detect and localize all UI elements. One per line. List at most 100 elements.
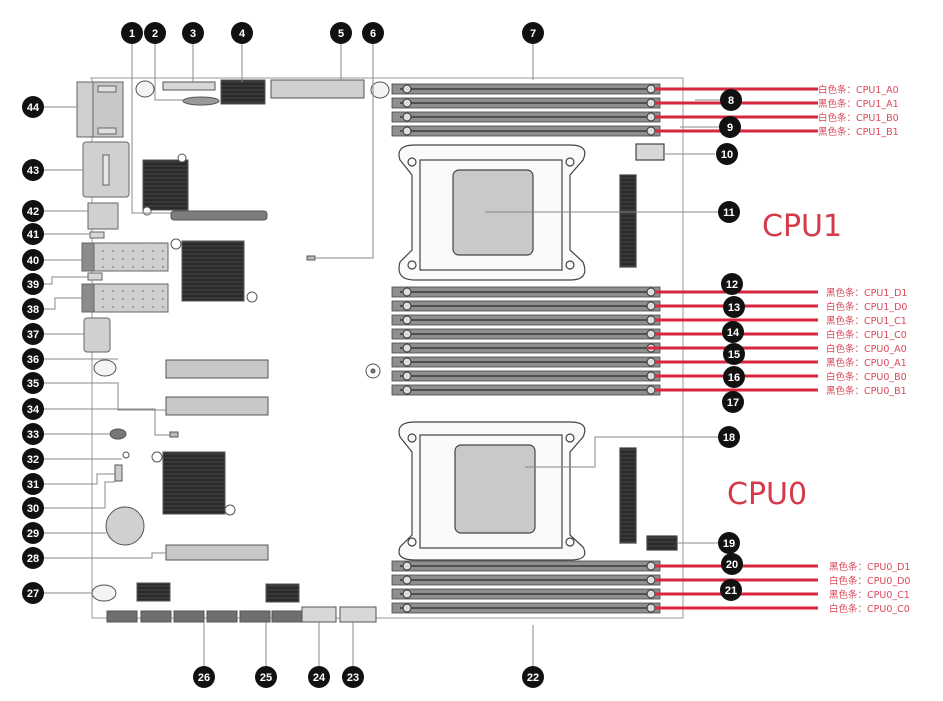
callout-9: 9 [719,116,741,138]
callout-marker [722,391,744,413]
callout-marker [22,96,44,118]
dimm-slot-label: 黑色条：CPU1_C1 [826,315,907,327]
dimm-slot-label: 黑色条：CPU0_D1 [829,561,910,573]
callout-marker [718,426,740,448]
mezzanine-connector [170,210,268,221]
dimm-slot-label: 白色条：CPU1_B0 [818,112,899,124]
callout-marker [723,296,745,318]
dimm-slot-label: 白色条：CPU1_C0 [826,329,907,341]
callout-marker [22,473,44,495]
dimm-latch-left [402,329,412,339]
callout-18: 18 [718,426,740,448]
callout-22: 22 [522,666,544,688]
callout-40: 40 [22,249,44,271]
callout-number: 16 [728,372,740,384]
callout-33: 33 [22,423,44,445]
callout-20: 20 [721,553,743,575]
callout-19: 19 [718,532,740,554]
callout-number: 33 [27,429,39,441]
dimm-latch-right [646,301,656,311]
dimm-slot-label: 黑色条：CPU1_A1 [818,98,899,110]
callout-marker [22,200,44,222]
dimm-latch-right [646,84,656,94]
dimm-slot-label: 黑色条：CPU0_B1 [826,385,907,397]
callout-7: 7 [522,22,544,44]
callout-marker [22,223,44,245]
usb-vga-connector [76,81,94,138]
dimm-latch-left [402,561,412,571]
callout-2: 2 [144,22,166,44]
callout-13: 13 [723,296,745,318]
callout-marker [522,22,544,44]
callout-6: 6 [362,22,384,44]
callout-number: 39 [27,279,39,291]
callout-number: 34 [27,404,40,416]
callout-marker [22,348,44,370]
callout-number: 31 [27,479,39,491]
usb-header-24 [301,606,337,623]
callout-number: 26 [198,672,210,684]
callout-29: 29 [22,522,44,544]
callout-number: 27 [27,588,39,600]
callout-38: 38 [22,298,44,320]
dimm-latch-left [402,371,412,381]
sfp-port-upper [81,242,169,272]
callout-34: 34 [22,398,44,420]
callout-marker [362,22,384,44]
dimm-slot-label: 白色条：CPU1_A0 [818,84,899,96]
callout-marker [255,666,277,688]
connector-vertical-0 [619,447,637,544]
callout-16: 16 [723,366,745,388]
callout-marker [716,143,738,165]
callout-marker [723,366,745,388]
sfp-port-lower [81,283,169,313]
callout-number: 6 [370,28,376,40]
callout-number: 30 [27,503,39,515]
callout-12: 12 [721,273,743,295]
callout-31: 31 [22,473,44,495]
callout-marker [718,201,740,223]
callout-marker [342,666,364,688]
power-connector-10 [635,143,665,161]
dimm-slot-label: 白色条：CPU0_B0 [826,371,907,383]
callout-marker [182,22,204,44]
callout-5: 5 [330,22,352,44]
callout-number: 4 [239,28,246,40]
dimm-latch-right [646,98,656,108]
heatsink-lower [162,451,226,515]
callout-21: 21 [720,579,742,601]
callout-marker [723,343,745,365]
callout-marker [193,666,215,688]
callout-marker [22,497,44,519]
callout-number: 35 [27,378,39,390]
dimm-latch-right [646,589,656,599]
serial-port [87,202,119,230]
callout-number: 3 [190,28,196,40]
leader-lines [44,42,720,672]
callout-marker [22,298,44,320]
dimm-latch-left [402,589,412,599]
callout-marker [22,273,44,295]
callout-marker [720,579,742,601]
callout-marker [719,116,741,138]
callout-43: 43 [22,159,44,181]
callout-number: 5 [338,28,344,40]
callout-8: 8 [720,89,742,111]
usb-port [83,317,111,353]
cpu-socket-0 [398,421,678,561]
callout-marker [720,89,742,111]
callout-number: 22 [527,672,539,684]
callout-number: 21 [725,585,737,597]
connector-vertical-1 [619,174,637,268]
cpu1-label: CPU1 [762,209,842,244]
callout-41: 41 [22,223,44,245]
dimm-latch-left [402,287,412,297]
callout-17: 17 [722,391,744,413]
callout-39: 39 [22,273,44,295]
cmos-battery [105,506,145,546]
callout-number: 32 [27,454,39,466]
dimm-latch-right [646,329,656,339]
callout-37: 37 [22,323,44,345]
dimm-latch-left [402,112,412,122]
